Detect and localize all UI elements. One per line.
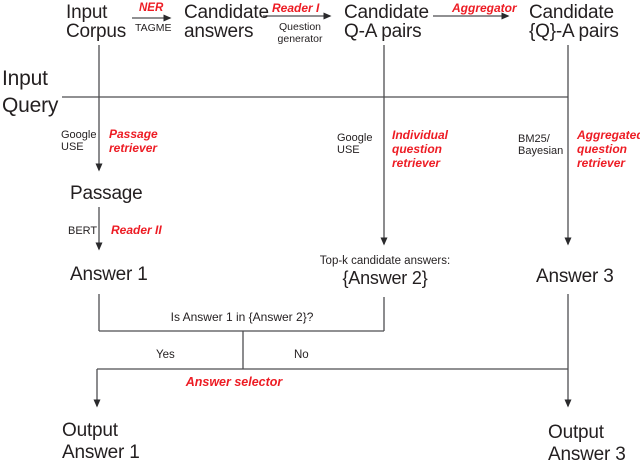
label-no: No: [294, 349, 309, 361]
node-output-answer-1: Output Answer 1: [62, 420, 140, 463]
label-yes: Yes: [156, 349, 175, 361]
label-google-use-left: Google USE: [61, 129, 97, 153]
node-candidate-answers: Candidate answers: [184, 2, 269, 42]
node-output-answer-3: Output Answer 3: [548, 422, 626, 463]
label-aggregator: Aggregator: [452, 1, 517, 15]
node-answer-2: {Answer 2}: [342, 268, 428, 288]
node-answer-1: Answer 1: [70, 264, 148, 285]
label-aggregated-question-retriever: Aggregated question retriever: [577, 128, 640, 170]
label-reader-ii: Reader II: [111, 223, 162, 237]
node-answer-3: Answer 3: [536, 266, 614, 287]
label-google-use-mid: Google USE: [337, 132, 373, 156]
node-passage: Passage: [70, 183, 143, 204]
label-passage-retriever: Passage retriever: [109, 127, 158, 155]
node-candidate-qa-pairs: Candidate Q-A pairs: [344, 2, 429, 42]
label-bert: BERT: [68, 225, 98, 237]
node-topk-caption: Top-k candidate answers:: [319, 255, 451, 267]
label-tagme: TAGME: [135, 22, 172, 34]
label-individual-question-retriever: Individual question retriever: [392, 128, 449, 170]
label-ner: NER: [139, 2, 164, 14]
node-input-corpus: Input Corpus: [66, 2, 127, 42]
label-condition: Is Answer 1 in {Answer 2}?: [170, 310, 314, 324]
label-answer-selector: Answer selector: [185, 375, 283, 389]
node-input-query: Input Query: [2, 67, 59, 117]
node-candidate-qset-a-pairs: Candidate {Q}-A pairs: [529, 2, 619, 42]
label-question-generator: Question generator: [277, 21, 323, 45]
label-reader-i: Reader I: [272, 1, 320, 15]
label-bm25-bayesian: BM25/ Bayesian: [518, 133, 564, 157]
